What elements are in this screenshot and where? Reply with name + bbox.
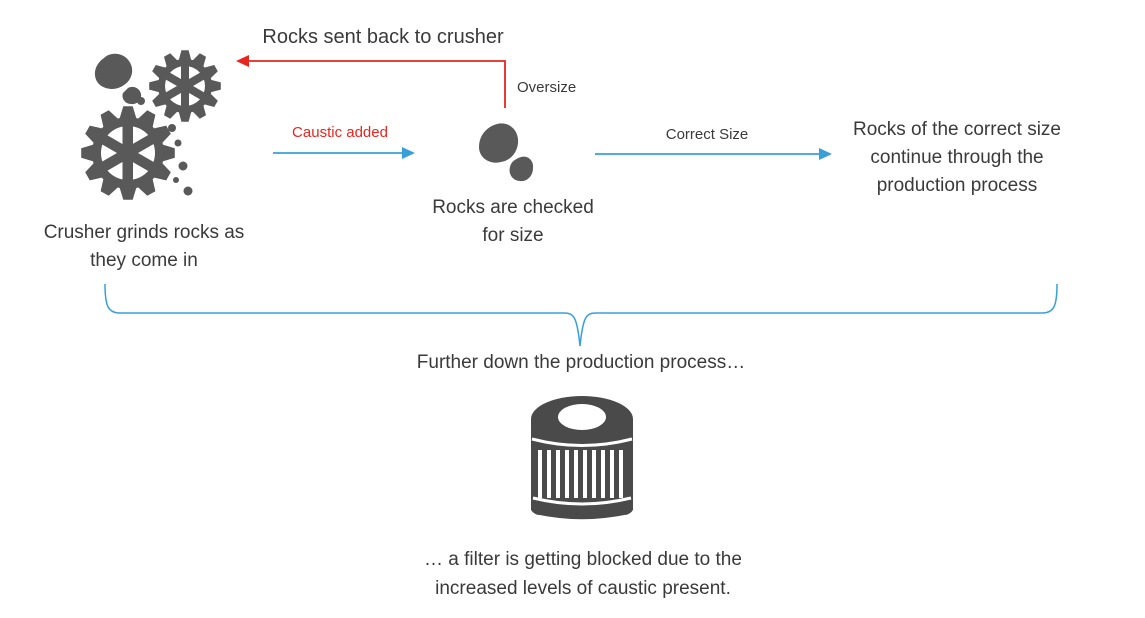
continue-caption-line3: production process <box>876 175 1038 196</box>
production-brace <box>104 283 1058 347</box>
rock-large <box>479 123 519 163</box>
large-gear <box>81 106 175 200</box>
caustic-arrowhead <box>402 147 415 159</box>
correct-size-arrowhead <box>819 148 832 160</box>
correct-size-label: Correct Size <box>665 126 749 143</box>
check-caption-line1: Rocks are checked <box>432 197 594 218</box>
filter-icon <box>531 396 633 522</box>
caustic-arrow <box>273 147 415 159</box>
crusher-icon <box>81 50 221 200</box>
return-arrow-label: Rocks sent back to crusher <box>262 26 504 48</box>
incoming-rock-tiny <box>137 97 145 105</box>
continue-caption-line1: Rocks of the correct size <box>852 119 1062 140</box>
crusher-caption-line1: Crusher grinds rocks as <box>43 222 245 243</box>
rocks-icon <box>479 123 534 182</box>
filter-caption-line2: increased levels of caustic present. <box>435 578 731 599</box>
return-arrow <box>236 55 506 108</box>
crushed-particles <box>165 124 193 196</box>
return-arrowhead <box>236 55 249 67</box>
incoming-rock-small <box>122 86 142 105</box>
continue-caption-line2: continue through the <box>870 147 1044 168</box>
crusher-caption: Crusher grinds rocks as they come in <box>24 219 264 275</box>
continue-caption: Rocks of the correct size continue throu… <box>837 116 1077 200</box>
check-caption-line2: for size <box>482 225 544 246</box>
incoming-rock <box>94 53 133 89</box>
correct-size-arrow <box>595 148 832 160</box>
oversize-label: Oversize <box>517 79 577 96</box>
filter-caption: … a filter is getting blocked due to the… <box>383 545 783 603</box>
filter-hole <box>558 404 606 430</box>
check-caption: Rocks are checked for size <box>413 194 613 250</box>
rock-small <box>509 156 534 182</box>
caustic-added-label: Caustic added <box>292 124 388 141</box>
crusher-caption-line2: they come in <box>90 250 198 271</box>
filter-pleats <box>538 450 623 498</box>
small-gear <box>149 50 221 122</box>
filter-caption-line1: … a filter is getting blocked due to the <box>424 549 742 570</box>
further-down-label: Further down the production process… <box>416 352 746 373</box>
